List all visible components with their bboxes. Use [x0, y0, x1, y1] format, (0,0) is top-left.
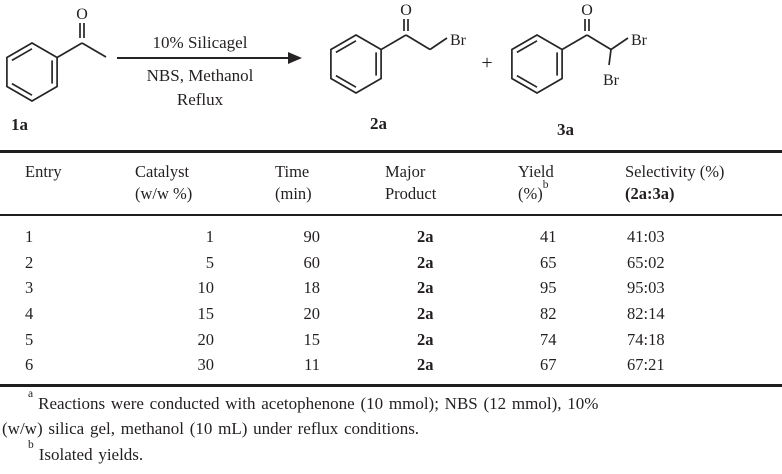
entry-cell: 5: [25, 329, 34, 349]
time-cell: 20: [303, 304, 321, 324]
entry-cell: 2: [25, 252, 34, 272]
yield-cell: 65: [540, 252, 557, 272]
catalyst-cell: 15: [197, 304, 215, 324]
major-product-cell: 2a: [417, 252, 434, 272]
time-cell: 11: [304, 355, 320, 375]
footnote-marker-a: a: [28, 388, 34, 401]
table-row: 2 5 60 2a 65 65:02: [0, 250, 782, 276]
condition-nbs-methanol: NBS, Methanol: [146, 66, 254, 85]
structure-3a-dibromide: O Br Br 3a: [511, 2, 648, 139]
time-cell: 18: [303, 278, 321, 298]
selectivity-cell: 41:03: [627, 227, 665, 246]
catalyst-cell: 1: [205, 227, 214, 246]
table-row: 3 10 18 2a 95 95:03: [0, 275, 782, 301]
table-row: 4 15 20 2a 82 82:14: [0, 301, 782, 327]
major-product-cell: 2a: [417, 329, 434, 349]
structure-1a-acetophenone: O 1a: [6, 6, 107, 134]
time-cell: 90: [303, 227, 321, 246]
footnote-marker-b-ref: b: [542, 178, 549, 191]
oxygen-atom-label: O: [581, 2, 593, 19]
yield-cell: 67: [540, 355, 557, 375]
major-product-cell: 2a: [417, 278, 434, 298]
bromine-atom-label-upper: Br: [631, 32, 648, 49]
condition-silicagel: 10% Silicagel: [152, 33, 248, 52]
bromine-atom-label: Br: [450, 32, 467, 49]
catalyst-cell: 10: [197, 278, 215, 298]
reaction-arrow: [117, 52, 302, 64]
entry-cell: 3: [25, 278, 34, 298]
benzene-ring: [511, 34, 563, 94]
selectivity-cell: 74:18: [627, 329, 665, 349]
table-body: 1 1 90 2a 41 41:03 2 5 60 2a 65 65:02 3 …: [0, 224, 782, 378]
column-header-catalyst: Catalyst (w/w %): [135, 162, 193, 203]
time-cell: 60: [303, 252, 321, 272]
major-product-cell: 2a: [417, 227, 434, 246]
bromine-atom-label-lower: Br: [603, 72, 620, 89]
oxygen-atom-label: O: [76, 6, 88, 23]
major-product-cell: 2a: [417, 355, 434, 375]
reaction-scheme: O 1a 10% Silicagel NBS, Methanol Reflux …: [0, 0, 782, 150]
column-header-selectivity: Selectivity (%) (2a:3a): [625, 162, 725, 203]
table-row: 5 20 15 2a 74 74:18: [0, 327, 782, 353]
benzene-ring: [330, 34, 382, 94]
column-header-major-product: Major Product: [385, 162, 437, 203]
table-top-rule: [0, 150, 782, 153]
entry-cell: 1: [25, 227, 34, 246]
time-cell: 15: [303, 329, 321, 349]
column-header-entry: Entry: [25, 162, 62, 181]
table-row: 1 1 90 2a 41 41:03: [0, 224, 782, 250]
column-header-time: Time (min): [275, 162, 312, 203]
footnote-a-line2: (w/w) silica gel, methanol (10 mL) under…: [2, 419, 420, 438]
catalyst-cell: 30: [197, 355, 215, 375]
structure-2a-phenacyl-bromide: O Br 2a: [330, 2, 467, 133]
compound-label-3a: 3a: [557, 120, 575, 139]
oxygen-atom-label: O: [400, 2, 412, 19]
catalyst-cell: 20: [197, 329, 215, 349]
benzene-ring: [6, 42, 58, 102]
yield-cell: 74: [540, 329, 557, 349]
yield-cell: 95: [540, 278, 557, 298]
footnote-marker-b: b: [28, 439, 34, 452]
plus-sign: +: [481, 52, 493, 74]
selectivity-cell: 95:03: [627, 278, 665, 298]
entry-cell: 6: [25, 355, 34, 375]
yield-cell: 41: [540, 227, 557, 246]
yield-cell: 82: [540, 304, 557, 324]
selectivity-cell: 67:21: [627, 355, 665, 375]
table-row: 6 30 11 2a 67 67:21: [0, 352, 782, 378]
selectivity-cell: 65:02: [627, 252, 665, 272]
table-header-rule: [0, 214, 782, 216]
column-header-yield: Yield (%)b: [518, 162, 554, 203]
condition-reflux: Reflux: [176, 90, 224, 109]
major-product-cell: 2a: [417, 304, 434, 324]
compound-label-2a: 2a: [370, 114, 388, 133]
entry-cell: 4: [25, 304, 34, 324]
catalyst-cell: 5: [205, 252, 214, 272]
table-bottom-rule: [0, 384, 782, 387]
selectivity-cell: 82:14: [627, 304, 665, 324]
compound-label-1a: 1a: [11, 115, 29, 134]
